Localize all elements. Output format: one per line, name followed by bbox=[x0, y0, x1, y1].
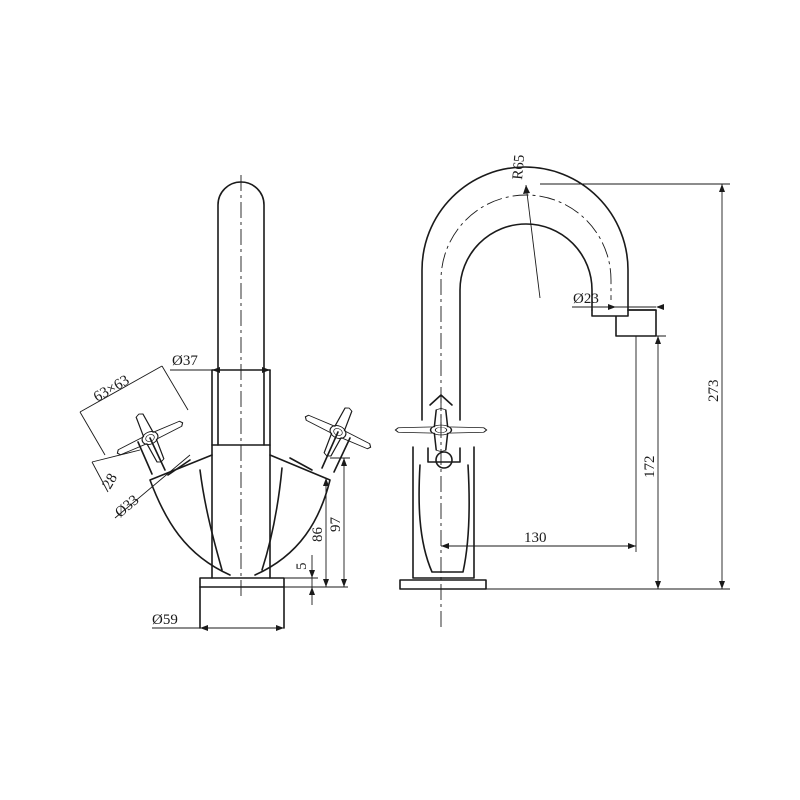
dim-outlet-diameter: Ø23 bbox=[573, 291, 599, 307]
dim-body-height: 97 bbox=[328, 517, 344, 533]
front-base bbox=[199, 577, 285, 588]
dim-overall-height: 273 bbox=[706, 380, 722, 403]
side-spout-outlet bbox=[591, 309, 657, 337]
left-valve bbox=[149, 454, 231, 576]
side-spout-centerline bbox=[440, 194, 612, 430]
side-base bbox=[399, 579, 487, 590]
right-valve bbox=[254, 454, 331, 576]
dim-handle-size: 63×63 bbox=[91, 372, 132, 405]
side-spout-outer bbox=[421, 166, 629, 421]
dim-spout-reach: 130 bbox=[524, 530, 547, 546]
side-view: R65 Ø23 273 172 130 bbox=[394, 154, 730, 628]
dim-handle-height-86: 86 bbox=[310, 527, 326, 543]
side-spout-inner bbox=[459, 223, 593, 421]
dim-bend-radius: R65 bbox=[510, 154, 528, 180]
side-body bbox=[412, 446, 475, 579]
front-view: Ø37 63×63 28 Ø33 Ø59 5 86 bbox=[79, 175, 383, 631]
dim-outlet-height: 172 bbox=[642, 456, 658, 479]
dim-base-diameter: Ø59 bbox=[152, 612, 178, 628]
dim-spout-diameter: Ø37 bbox=[172, 353, 198, 369]
dim-base-thickness: 5 bbox=[294, 563, 310, 571]
dim-handle-height: 28 bbox=[100, 471, 121, 492]
